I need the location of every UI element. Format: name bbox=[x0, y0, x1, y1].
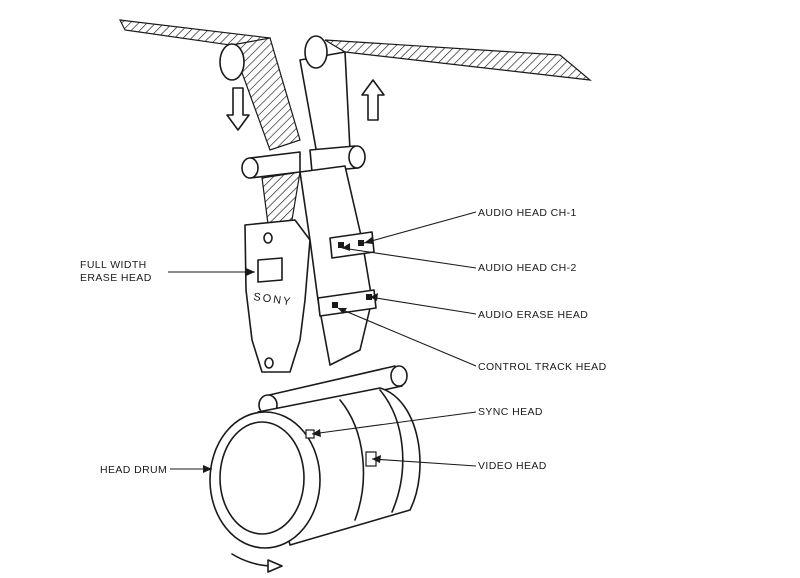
middle-guide-rollers bbox=[241, 145, 366, 179]
right-tape-strip bbox=[299, 39, 592, 161]
head-drum bbox=[209, 387, 421, 549]
audio-erase-control-block bbox=[317, 289, 377, 317]
label-full-width-erase-line2: ERASE HEAD bbox=[80, 272, 152, 284]
label-audio-erase-head: AUDIO ERASE HEAD bbox=[478, 309, 588, 321]
left-tape-strip bbox=[118, 19, 301, 151]
full-width-erase-head: SONY bbox=[244, 219, 311, 373]
drum-rotation-arrow bbox=[231, 553, 283, 573]
label-audio-head-ch2: AUDIO HEAD CH-2 bbox=[478, 262, 577, 274]
lower-guide-roller bbox=[258, 365, 408, 416]
callout-labels: AUDIO HEAD CH-1 AUDIO HEAD CH-2 FULL WID… bbox=[80, 207, 607, 476]
top-guide-roller-left bbox=[219, 43, 245, 81]
brand-logo-text: SONY bbox=[253, 291, 293, 308]
top-guide-roller-right bbox=[304, 35, 328, 69]
leader-lines bbox=[168, 211, 477, 473]
label-video-head: VIDEO HEAD bbox=[478, 460, 547, 472]
tape-direction-down-arrow bbox=[226, 87, 250, 131]
label-audio-head-ch1: AUDIO HEAD CH-1 bbox=[478, 207, 577, 219]
label-control-track-head: CONTROL TRACK HEAD bbox=[478, 361, 607, 373]
label-sync-head: SYNC HEAD bbox=[478, 406, 543, 418]
label-full-width-erase-line1: FULL WIDTH bbox=[80, 259, 147, 271]
tape-direction-up-arrow bbox=[361, 79, 385, 121]
label-head-drum: HEAD DRUM bbox=[100, 464, 167, 476]
